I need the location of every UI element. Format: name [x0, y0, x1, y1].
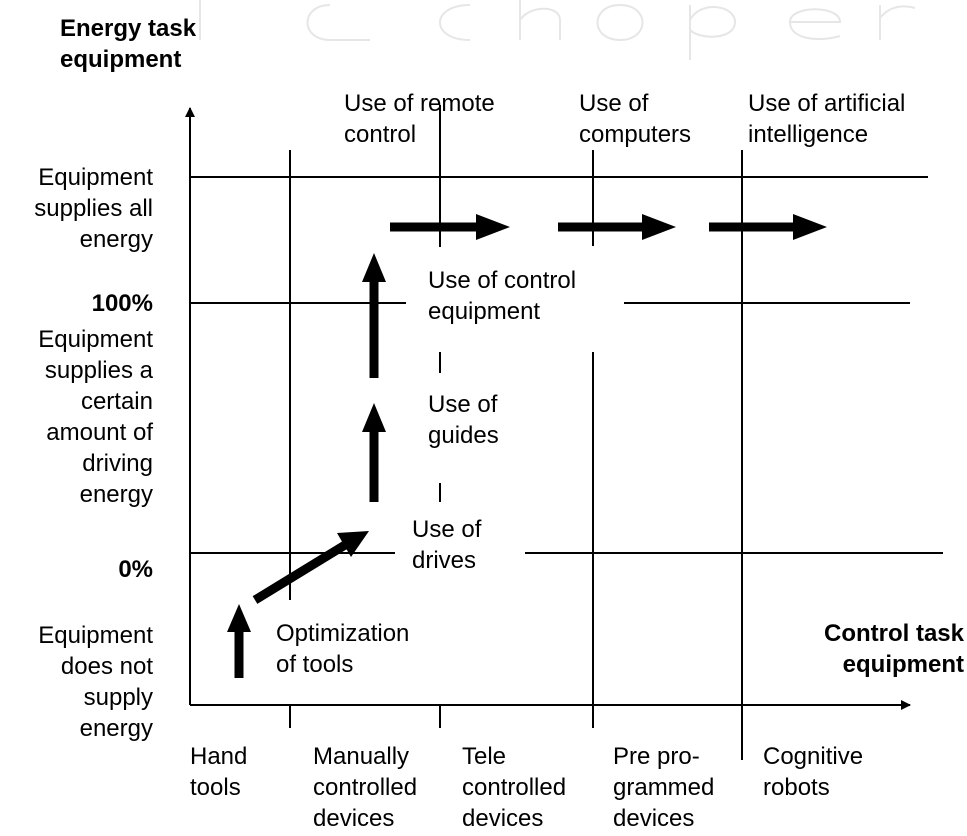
arrow-to-control-equipment-head: [362, 253, 386, 282]
arrow-to-drives-head: [337, 531, 369, 557]
arrow-to-drives: [252, 541, 348, 604]
energy-marker-0: 0%: [118, 556, 153, 583]
arrow-ai-head: [793, 214, 827, 240]
development-arrows: [227, 214, 827, 678]
arrow-computers-head: [642, 214, 676, 240]
arrow-to-guides-head: [362, 403, 386, 432]
energy-marker-100: 100%: [92, 290, 153, 317]
arrow-optimization-tools-head: [227, 604, 251, 632]
arrow-remote-control-head: [476, 214, 510, 240]
watermark: [199, 0, 916, 60]
